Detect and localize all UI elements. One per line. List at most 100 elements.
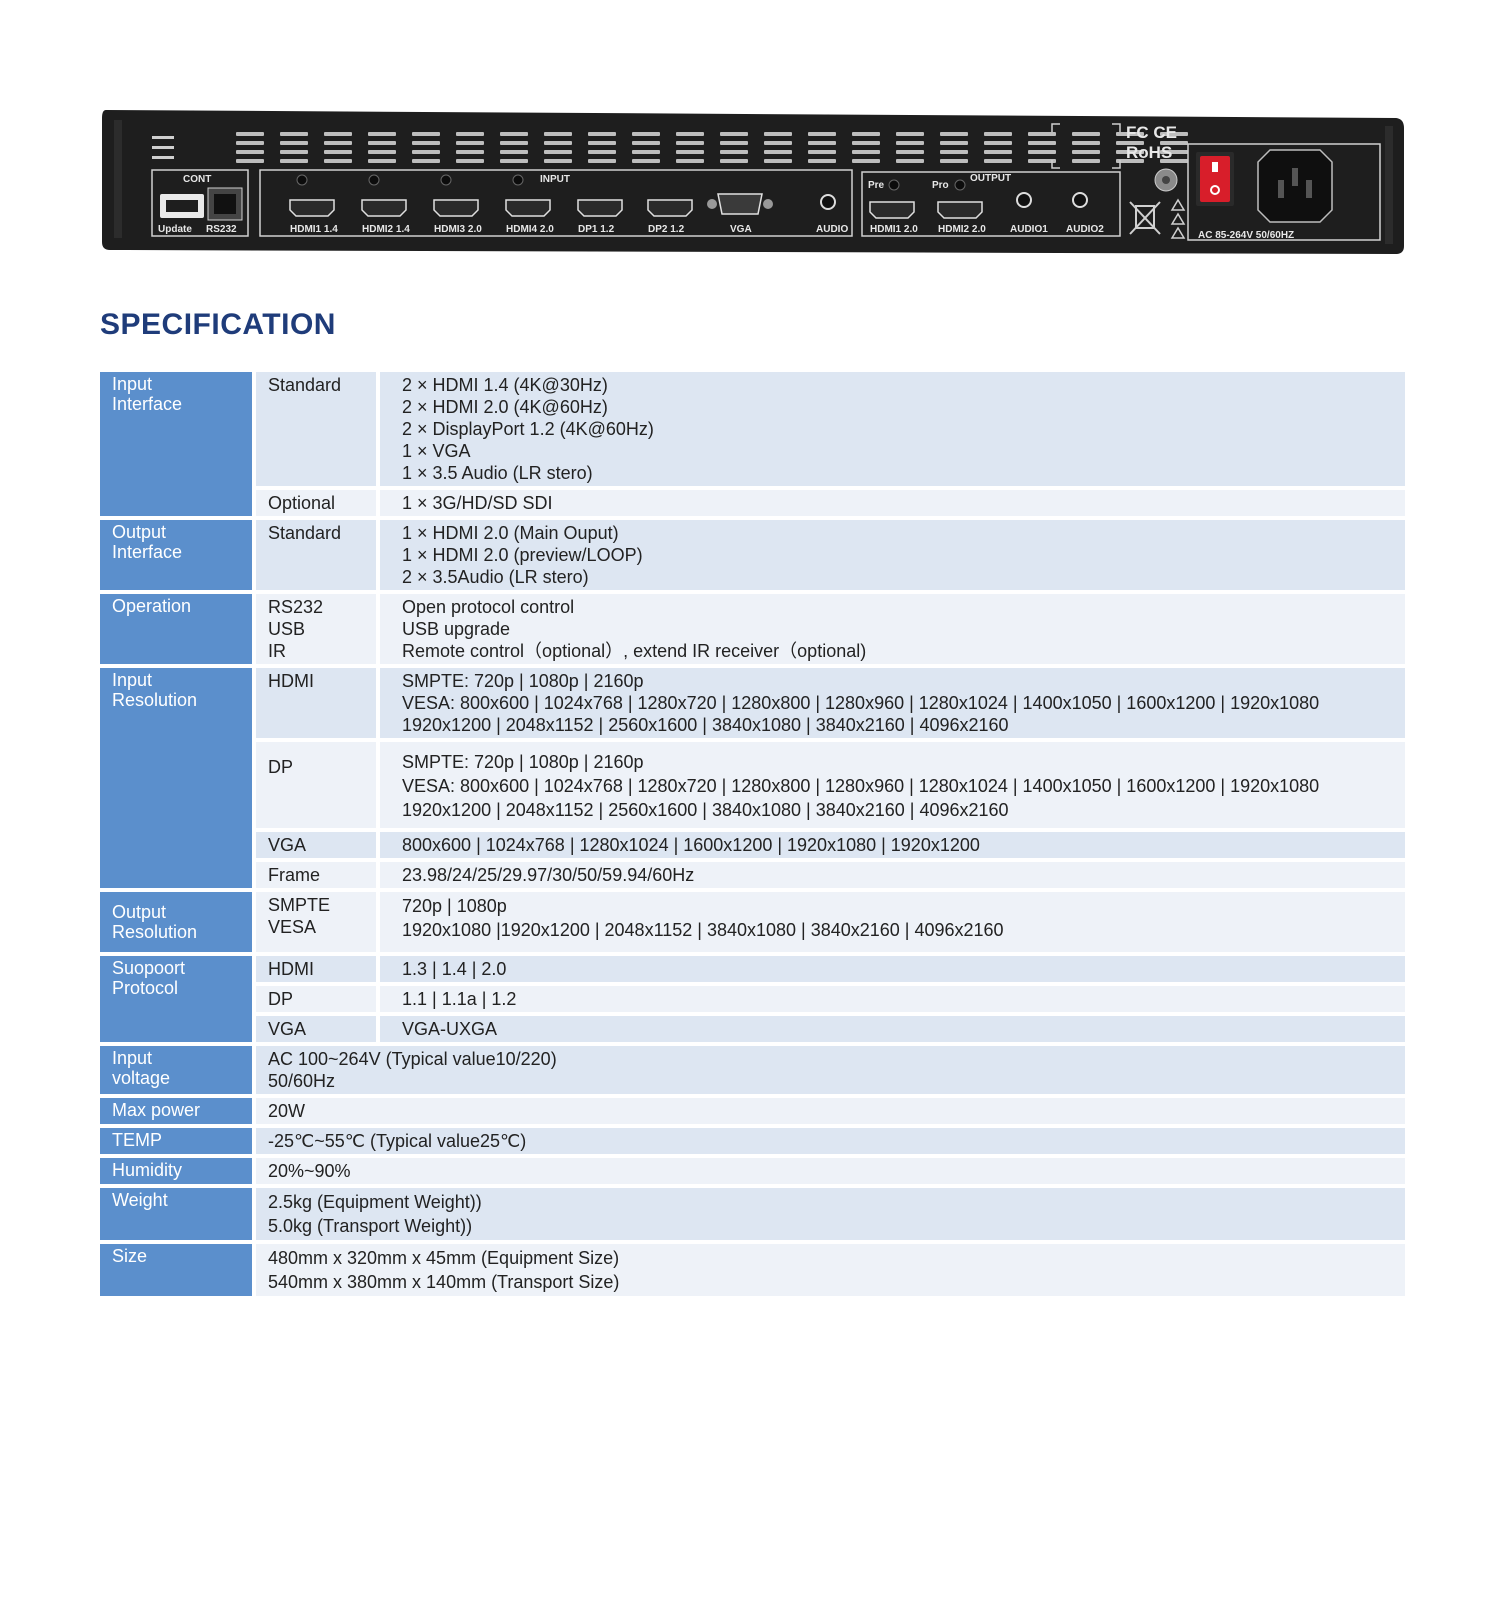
table-row: Operation RS232 USB IR Open protocol con… xyxy=(100,594,1405,664)
table-row: Size 480mm x 320mm x 45mm (Equipment Siz… xyxy=(100,1244,1405,1296)
output-port-label: AUDIO1 xyxy=(1010,224,1048,235)
table-row: DP SMPTE: 720p | 1080p | 2160p VESA: 800… xyxy=(100,742,1405,828)
output-port-label: AUDIO2 xyxy=(1066,224,1104,235)
spec-value: VGA-UXGA xyxy=(380,1016,1405,1042)
cont-label: CONT xyxy=(183,174,211,185)
update-label: Update xyxy=(158,224,192,235)
category-temp: TEMP xyxy=(100,1128,252,1154)
category-support-protocol: Suopoort Protocol xyxy=(100,956,252,1042)
output-port: HDMI1 2.0 xyxy=(869,201,918,235)
weee-bin-icon xyxy=(1129,201,1161,235)
input-port-label: AUDIO xyxy=(816,224,848,235)
spec-value: 1.3 | 1.4 | 2.0 xyxy=(380,956,1405,982)
input-port: HDMI2 1.4 xyxy=(361,174,410,235)
spec-value: SMPTE: 720p | 1080p | 2160p VESA: 800x60… xyxy=(380,668,1405,738)
category-weight: Weight xyxy=(100,1188,252,1240)
sub-label: DP xyxy=(256,986,376,1012)
input-port-label: DP1 1.2 xyxy=(578,224,615,235)
spec-value: 2.5kg (Equipment Weight)) 5.0kg (Transpo… xyxy=(256,1188,1405,1240)
category-input-resolution: Input Resolution xyxy=(100,668,252,888)
input-port: HDMI3 2.0 xyxy=(433,174,482,235)
table-row: Input Interface Standard 2 × HDMI 1.4 (4… xyxy=(100,372,1405,516)
output-port-label: HDMI1 2.0 xyxy=(870,224,918,235)
category-operation: Operation xyxy=(100,594,252,664)
table-row: Input Resolution HDMI SMPTE: 720p | 1080… xyxy=(100,668,1405,888)
spec-value: 20W xyxy=(256,1098,1405,1124)
rs232-port-label: RS232 xyxy=(206,224,237,235)
output-port: HDMI2 2.0 xyxy=(937,201,986,235)
spec-value: AC 100~264V (Typical value10/220) 50/60H… xyxy=(256,1046,1405,1094)
category-size: Size xyxy=(100,1244,252,1296)
input-port-label: HDMI2 1.4 xyxy=(362,224,410,235)
input-port-label: HDMI4 2.0 xyxy=(506,224,554,235)
table-row: Humidity 20%~90% xyxy=(100,1158,1405,1184)
input-port: VGA xyxy=(707,193,773,235)
input-port-label: HDMI1 1.4 xyxy=(290,224,338,235)
spec-value: 1 × HDMI 2.0 (Main Ouput) 1 × HDMI 2.0 (… xyxy=(380,520,1405,590)
category-output-resolution: Output Resolution xyxy=(100,892,252,952)
spec-value: 1 × 3G/HD/SD SDI xyxy=(380,490,1405,516)
table-row: VGA VGA-UXGA xyxy=(100,1016,1405,1042)
table-row: Weight 2.5kg (Equipment Weight)) 5.0kg (… xyxy=(100,1188,1405,1240)
sub-label: SMPTE VESA xyxy=(256,892,376,952)
sub-label: DP xyxy=(256,742,376,828)
sub-label: HDMI xyxy=(256,956,376,982)
spec-value: Open protocol control USB upgrade Remote… xyxy=(380,594,1405,664)
spec-table: Input Interface Standard 2 × HDMI 1.4 (4… xyxy=(100,368,1405,1300)
table-row: DP 1.1 | 1.1a | 1.2 xyxy=(100,986,1405,1012)
output-port: AUDIO1 xyxy=(1010,192,1048,235)
power-rating-label: AC 85-264V 50/60HZ xyxy=(1198,230,1294,241)
vent-slots xyxy=(236,132,1188,163)
power-switch[interactable] xyxy=(1200,156,1230,202)
input-port: DP1 1.2 xyxy=(577,199,623,235)
input-port-label: DP2 1.2 xyxy=(648,224,685,235)
spec-value: 480mm x 320mm x 45mm (Equipment Size) 54… xyxy=(256,1244,1405,1296)
sub-label: Frame xyxy=(256,862,376,888)
input-port-label: HDMI3 2.0 xyxy=(434,224,482,235)
spec-value: 720p | 1080p 1920x1080 |1920x1200 | 2048… xyxy=(380,892,1405,952)
table-row: Suopoort Protocol HDMI 1.3 | 1.4 | 2.0 xyxy=(100,956,1405,1042)
category-humidity: Humidity xyxy=(100,1158,252,1184)
output-port: AUDIO2 xyxy=(1066,192,1104,235)
rohs-mark: RoHS xyxy=(1126,143,1172,162)
output-section-label: OUTPUT xyxy=(970,173,1011,184)
table-row: Output Interface Standard 1 × HDMI 2.0 (… xyxy=(100,520,1405,590)
input-port: DP2 1.2 xyxy=(647,199,693,235)
table-row: Frame 23.98/24/25/29.97/30/50/59.94/60Hz xyxy=(100,862,1405,888)
fc-ce-mark: FC CE xyxy=(1126,123,1177,142)
table-row: Output Resolution SMPTE VESA 720p | 1080… xyxy=(100,892,1405,952)
sub-label: Standard xyxy=(256,372,376,486)
category-output-interface: Output Interface xyxy=(100,520,252,590)
table-row: Optional 1 × 3G/HD/SD SDI xyxy=(100,490,1405,516)
input-port: HDMI4 2.0 xyxy=(505,174,554,235)
pre-label: Pre xyxy=(868,180,885,191)
sub-label: VGA xyxy=(256,832,376,858)
spec-value: 2 × HDMI 1.4 (4K@30Hz) 2 × HDMI 2.0 (4K@… xyxy=(380,372,1405,486)
category-input-voltage: Input voltage xyxy=(100,1046,252,1094)
device-rear-panel-image: CONT Update RS232 INPUT HDMI1 1.4 HDMI2 1… xyxy=(102,110,1404,254)
spec-value: SMPTE: 720p | 1080p | 2160p VESA: 800x60… xyxy=(380,742,1405,828)
spec-value: -25℃~55℃ (Typical value25℃) xyxy=(256,1128,1405,1154)
table-row: VGA 800x600 | 1024x768 | 1280x1024 | 160… xyxy=(100,832,1405,858)
spec-value: 20%~90% xyxy=(256,1158,1405,1184)
table-row: Input voltage AC 100~264V (Typical value… xyxy=(100,1046,1405,1094)
input-port-label: VGA xyxy=(730,224,752,235)
spec-value: 800x600 | 1024x768 | 1280x1024 | 1600x12… xyxy=(380,832,1405,858)
pro-label: Pro xyxy=(932,180,949,191)
table-row: TEMP -25℃~55℃ (Typical value25℃) xyxy=(100,1128,1405,1154)
warning-triangle-icon xyxy=(1170,198,1186,239)
sub-label: Standard xyxy=(256,520,376,590)
spec-value: 23.98/24/25/29.97/30/50/59.94/60Hz xyxy=(380,862,1405,888)
sub-label: RS232 USB IR xyxy=(256,594,376,664)
sub-label: VGA xyxy=(256,1016,376,1042)
output-port-label: HDMI2 2.0 xyxy=(938,224,986,235)
device-rear-panel: CONT Update RS232 INPUT HDMI1 1.4 HDMI2 1… xyxy=(100,110,1405,258)
sub-label: Optional xyxy=(256,490,376,516)
category-max-power: Max power xyxy=(100,1098,252,1124)
input-section-label: INPUT xyxy=(540,174,570,185)
table-row: Max power 20W xyxy=(100,1098,1405,1124)
input-port: HDMI1 1.4 xyxy=(289,174,338,235)
input-port: AUDIO xyxy=(816,194,848,235)
category-input-interface: Input Interface xyxy=(100,372,252,516)
spec-title: SPECIFICATION xyxy=(100,308,336,341)
